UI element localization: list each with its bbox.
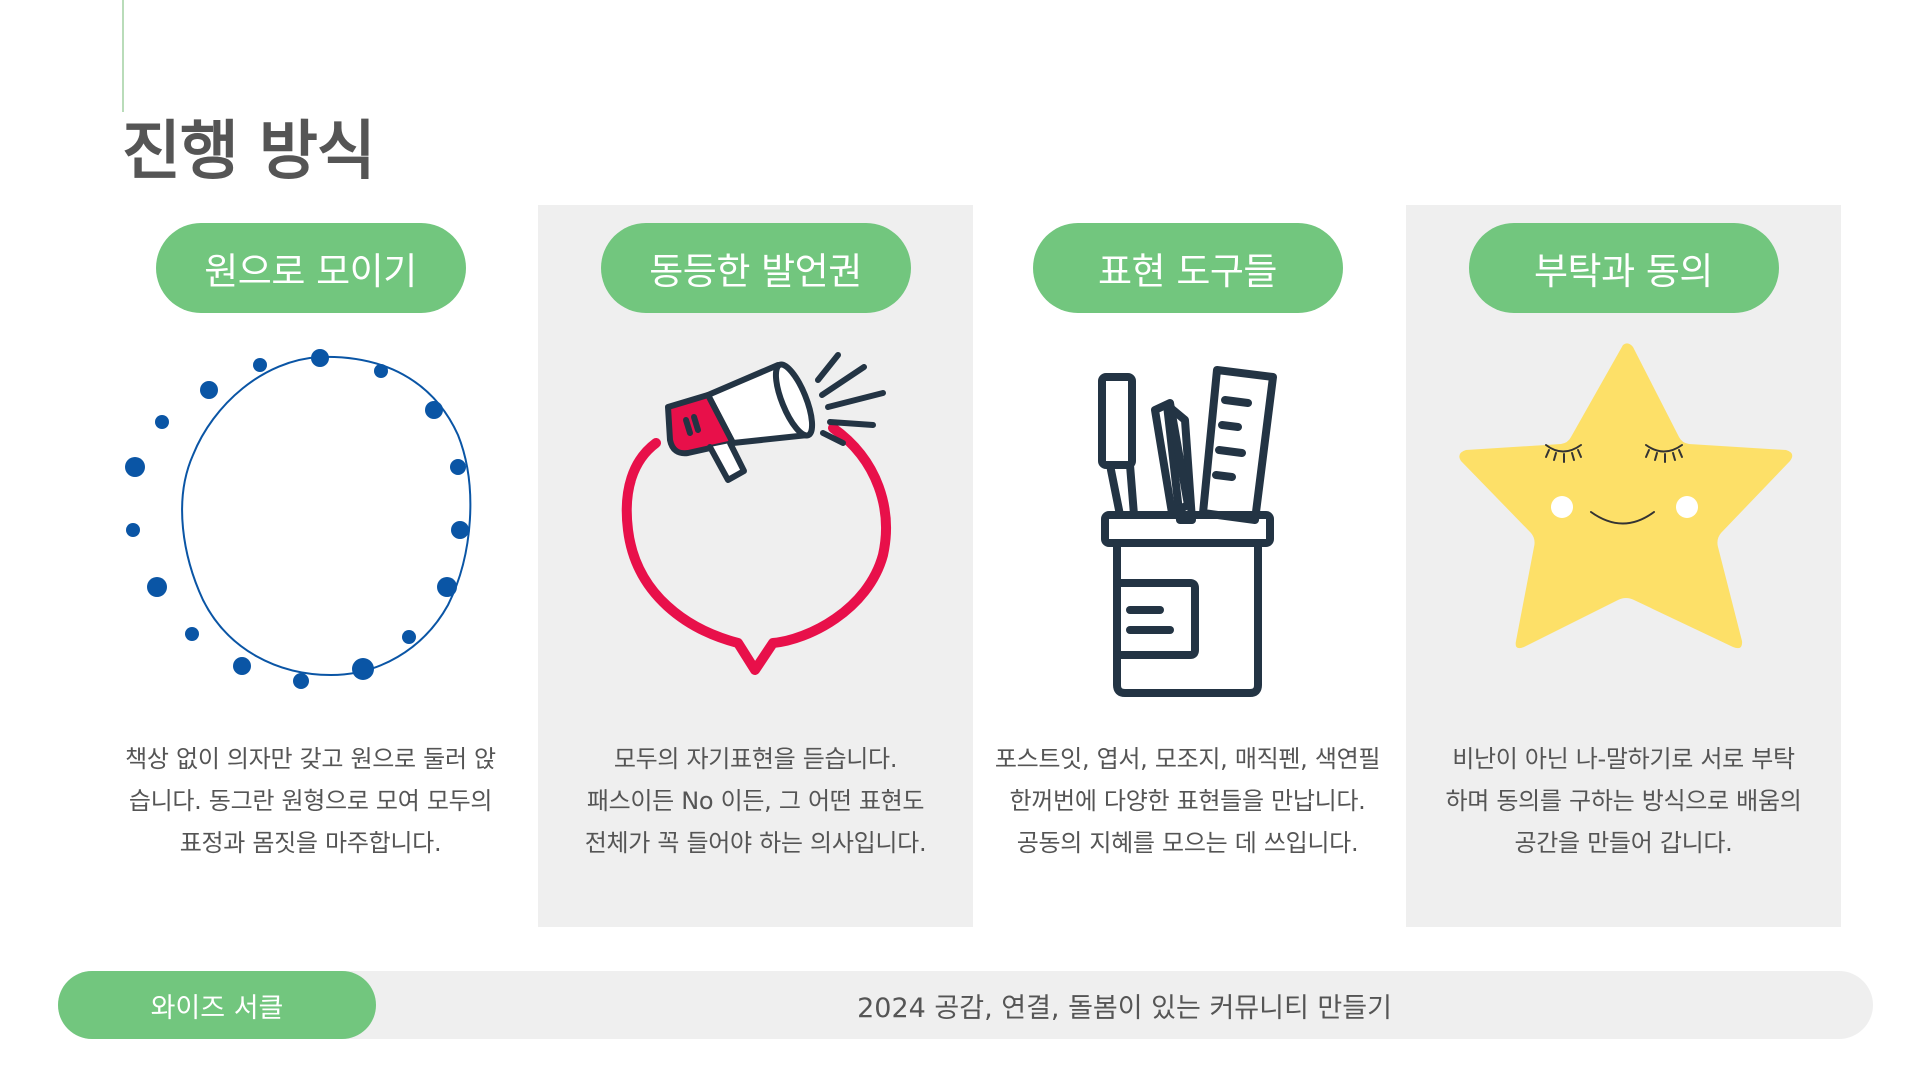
smiling-star-icon <box>1459 343 1793 649</box>
card-label: 부탁과 동의 <box>1468 223 1779 313</box>
pencil-cup-icon <box>1098 366 1277 697</box>
card-agreement: 부탁과 동의 비난이 아닌 나-말하기로 서로 부탁 하며 동의를 구하는 방식… <box>1406 205 1841 927</box>
card-label: 원으로 모이기 <box>155 223 466 313</box>
card-description: 포스트잇, 엽서, 모조지, 매직펜, 색연필 한꺼번에 다양한 표현들을 만납… <box>994 745 1381 857</box>
page-title: 진행 방식 <box>122 115 376 189</box>
footer-tagline: 2024 공감, 연결, 돌봄이 있는 커뮤니티 만들기 <box>857 992 1392 1024</box>
card-speaking: 동등한 발언권 모두의 자기표현을 듣습니다. 패스이든 No 이든, 그 어떤… <box>538 205 973 927</box>
card-description: 모두의 자기표현을 듣습니다. 패스이든 No 이든, 그 어떤 표현도 전체가… <box>584 745 927 857</box>
card-label: 표현 도구들 <box>1032 223 1343 313</box>
title-accent-line <box>122 0 124 112</box>
dotted-circle-icon <box>125 349 472 689</box>
card-circle: 원으로 모이기 책상 없이 의자만 갖고 원으로 둘러 앉 습니다. 동그란 원… <box>93 205 528 927</box>
card-description: 비난이 아닌 나-말하기로 서로 부탁 하며 동의를 구하는 방식으로 배움의 … <box>1445 745 1802 857</box>
megaphone-speech-bubble-icon <box>621 352 891 675</box>
card-tools: 표현 도구들 포스트잇, 엽서, 모조지, 매직펜, 색연필 <box>970 205 1405 927</box>
footer-brand: 와이즈 서클 <box>58 971 376 1039</box>
card-label: 동등한 발언권 <box>600 223 911 313</box>
card-description: 책상 없이 의자만 갖고 원으로 둘러 앉 습니다. 동그란 원형으로 모여 모… <box>125 745 496 857</box>
